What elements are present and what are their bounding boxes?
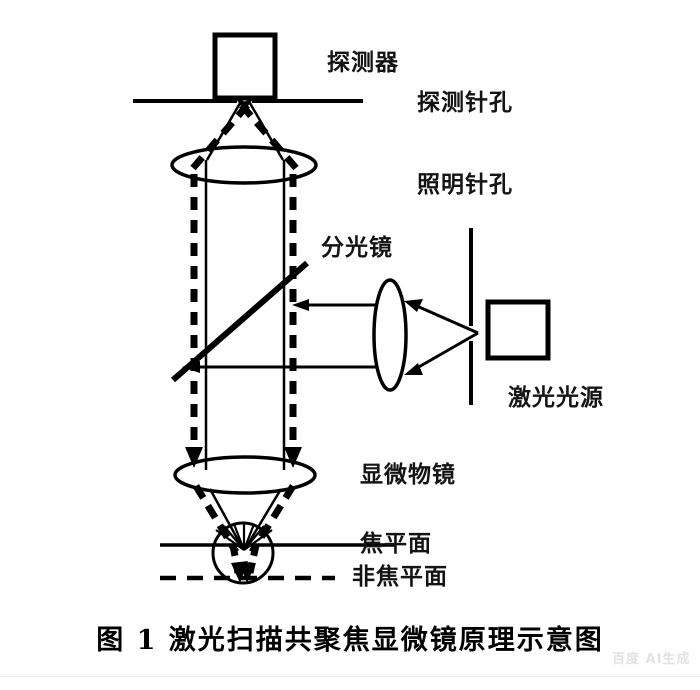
beam-arrowhead-down-right [284,447,302,468]
source-ray-lower-arrowhead [404,363,423,375]
label-focal-plane: 焦平面 [360,531,432,557]
excitation-ray-lower-arrowhead [182,361,200,373]
figure-caption: 图 1 激光扫描共聚焦显微镜原理示意图 [96,625,604,656]
objective-lens [173,455,317,495]
emission-ray-dashed-right [235,98,299,171]
detector-box [212,32,278,101]
label-laser-source: 激光光源 [508,385,604,411]
source-ray-upper [409,301,479,335]
watermark: 百度 AI生成 [612,652,691,667]
label-beam-splitter: 分光镜 [321,235,393,261]
source-ray-lower [409,331,479,374]
excitation-ray-upper-arrowhead [292,299,309,311]
beam-splitter [171,260,309,383]
specimen-ray-dashed-left [193,484,239,554]
specimen-ray-dashed-right [249,484,296,554]
out-of-focus-ray-right-arrowhead [239,562,256,583]
label-illumination-pinhole: 照明针孔 [417,172,513,198]
label-detector: 探测器 [327,50,399,76]
beam-arrowhead-down-left [185,447,203,468]
specimen-circle [211,521,275,585]
emission-ray-dashed-left [190,98,254,171]
label-objective-lens: 显微物镜 [360,462,456,488]
laser-source-box [485,299,551,361]
emission-ray-arrowhead-right [236,99,250,110]
tube-lens [170,145,318,185]
label-detection-pinhole: 探测针孔 [417,90,513,116]
focus-ray-solid-left [208,488,245,550]
collimating-lens [372,278,408,392]
source-ray-upper-arrowhead [404,299,423,312]
focus-ray-solid-right [243,488,283,550]
bottom-divider [0,676,700,677]
label-non-focal-plane: 非焦平面 [352,564,448,590]
